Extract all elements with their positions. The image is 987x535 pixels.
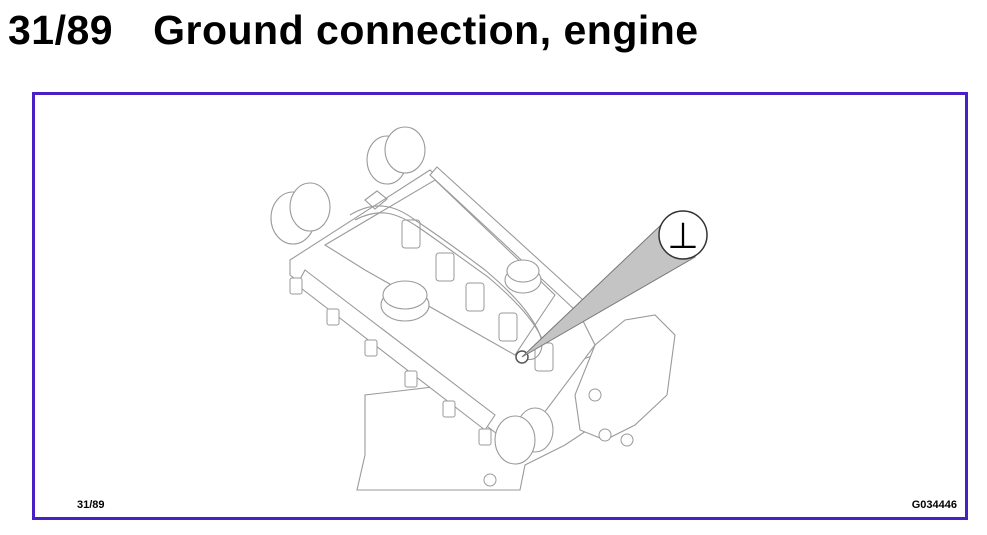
bolt — [404, 370, 418, 388]
ignition-coil — [435, 252, 455, 282]
wiring-harness — [364, 190, 388, 210]
camshaft-cap — [384, 126, 426, 174]
diagram-frame: ⊥ 31/89 G034446 — [32, 92, 968, 520]
ignition-coil — [498, 312, 518, 342]
bolt — [620, 433, 634, 447]
bolt — [326, 308, 340, 326]
page-number: 31/89 — [8, 6, 114, 53]
oil-filler-cap — [382, 280, 428, 310]
bolt — [442, 400, 456, 418]
engine-mount-bracket — [574, 314, 676, 441]
bolt — [289, 277, 303, 295]
bolt — [478, 428, 492, 446]
callout-bubble — [658, 210, 708, 260]
bolt — [483, 473, 497, 487]
engine-diagram: ⊥ — [270, 126, 708, 491]
ground-symbol-icon: ⊥ — [667, 216, 698, 257]
ignition-coil — [401, 219, 421, 249]
camshaft-cap — [289, 182, 331, 232]
figure-id: G034446 — [911, 499, 957, 511]
page-title: Ground connection, engine — [153, 6, 699, 53]
bolt — [588, 388, 602, 402]
wiring-harness — [354, 212, 544, 342]
bolt — [598, 428, 612, 442]
camshaft-cap — [494, 415, 536, 465]
diagram-page-ref: 31/89 — [77, 499, 105, 511]
ignition-coil — [465, 282, 485, 312]
page-header: 31/89 Ground connection, engine — [8, 2, 699, 58]
bolt — [364, 339, 378, 357]
oil-filler-cap — [506, 259, 540, 283]
